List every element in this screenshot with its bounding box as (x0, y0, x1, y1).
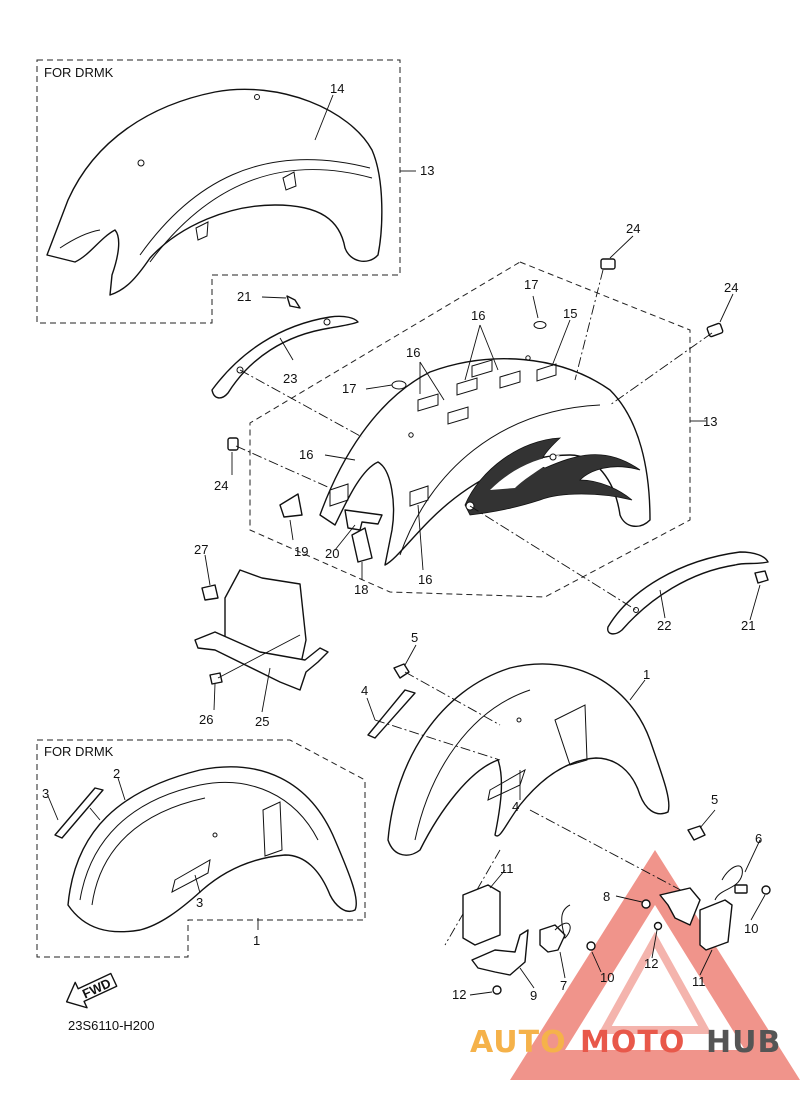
callout-1-b: 1 (253, 933, 260, 948)
callout-20: 20 (325, 546, 339, 561)
callout-5-b: 5 (711, 792, 718, 807)
watermark-moto: MOTO (580, 1025, 685, 1060)
flame-graphic (464, 437, 641, 516)
callout-16-d: 16 (418, 572, 432, 587)
watermark-hub: HUB (706, 1025, 781, 1060)
callout-27: 27 (194, 542, 208, 557)
watermark-logo (510, 850, 800, 1080)
callout-4-b: 4 (512, 799, 519, 814)
callout-16-b: 16 (406, 345, 420, 360)
callout-13-mid: 13 (703, 414, 717, 429)
group-label-bottom: FOR DRMK (44, 744, 114, 759)
callout-11-a: 11 (500, 861, 514, 876)
drmk-top-group: FOR DRMK 14 13 (36, 59, 434, 324)
diagram-code: 23S6110-H200 (68, 1018, 155, 1033)
callout-2: 2 (113, 766, 120, 781)
rear-fender-group: 24 24 24 21 21 23 22 17 17 15 16 16 16 1… (211, 221, 769, 635)
reflector-group: 6 8 10 10 11 11 12 12 7 9 (452, 831, 771, 1003)
callout-12-a: 12 (644, 956, 658, 971)
callout-1-a: 1 (643, 667, 650, 682)
callout-10-b: 10 (600, 970, 614, 985)
callout-3-a: 3 (42, 786, 49, 801)
front-fender-drmk (67, 766, 357, 933)
callout-17-b: 17 (342, 381, 356, 396)
callout-5-a: 5 (411, 630, 418, 645)
group-label-top: FOR DRMK (44, 65, 114, 80)
callout-14: 14 (330, 81, 344, 96)
callout-10-a: 10 (744, 921, 758, 936)
callout-11-b: 11 (692, 974, 706, 989)
front-fender (387, 663, 670, 856)
watermark-auto: AUTO (470, 1025, 567, 1060)
callout-17-a: 17 (524, 277, 538, 292)
watermark-text: AUTO MOTO HUB (470, 1025, 781, 1060)
callout-13-top: 13 (420, 163, 434, 178)
callout-24-b: 24 (724, 280, 738, 295)
callout-7: 7 (560, 978, 567, 993)
callout-23: 23 (283, 371, 297, 386)
callout-21-b: 21 (741, 618, 755, 633)
callout-25: 25 (255, 714, 269, 729)
drmk-bottom-group: FOR DRMK 2 3 3 1 (36, 739, 366, 958)
callout-4-a: 4 (361, 683, 368, 698)
callout-24-a: 24 (626, 221, 640, 236)
callout-16-c: 16 (299, 447, 313, 462)
callout-12-b: 12 (452, 987, 466, 1002)
callout-3-b: 3 (196, 895, 203, 910)
callout-24-c: 24 (214, 478, 228, 493)
callout-9: 9 (530, 988, 537, 1003)
fwd-arrow: FWD (65, 972, 118, 1009)
rear-fender-drmk (46, 88, 383, 296)
callout-26: 26 (199, 712, 213, 727)
callout-18: 18 (354, 582, 368, 597)
callout-8: 8 (603, 889, 610, 904)
callout-21-a: 21 (237, 289, 251, 304)
front-fender-group: 5 5 4 4 1 (361, 630, 718, 946)
tail-bracket-group: 27 26 25 (194, 542, 329, 729)
callout-19: 19 (294, 544, 308, 559)
callout-6: 6 (755, 831, 762, 846)
callout-15: 15 (563, 306, 577, 321)
fwd-label: FWD (80, 975, 113, 1001)
callout-22: 22 (657, 618, 671, 633)
callout-16-a: 16 (471, 308, 485, 323)
